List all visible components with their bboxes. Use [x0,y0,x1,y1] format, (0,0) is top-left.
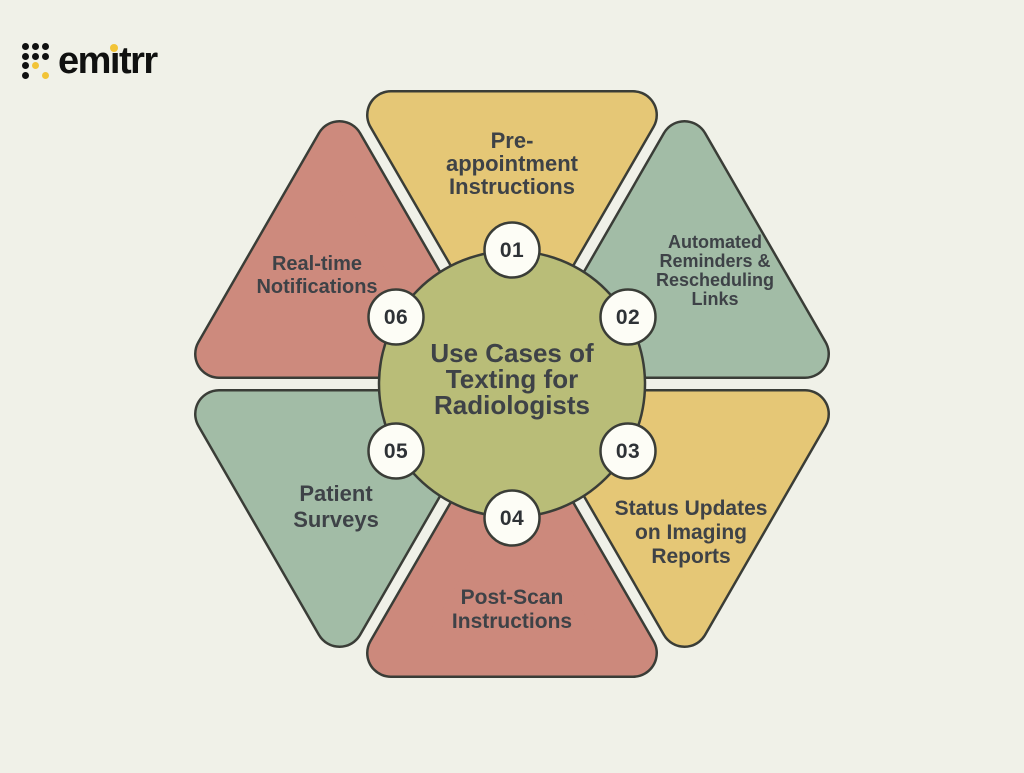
label-line: Instructions [449,174,575,199]
segment-05-label: Patient Surveys [293,481,379,532]
label-line: on Imaging [635,521,747,544]
segment-01-label: Pre- appointment Instructions [446,128,579,199]
number-badge-01: 01 [483,221,541,279]
badge-circle [483,489,541,547]
brand-name-part: em [58,40,111,82]
label-line: Notifications [256,276,377,298]
number-badge-04: 04 [483,489,541,547]
badge-number: 03 [616,440,640,463]
label-line: Post-Scan [461,586,564,609]
segment-04-shape [368,421,656,676]
badge-circle [483,221,541,279]
logo-dot-empty [32,72,39,79]
logo-dot [22,71,29,79]
label-line: Rescheduling [656,270,774,290]
label-line: Reports [651,545,730,568]
segment-01 [366,90,658,349]
badge-number: 06 [384,306,408,329]
number-badge-03: 03 [599,422,657,480]
logo-dot-empty [42,62,49,69]
logo-dot [22,62,29,70]
segment-04 [366,419,658,678]
badge-circle [367,422,425,480]
logo-dot [32,43,39,51]
badge-circle [367,288,425,346]
label-line: Reminders & [659,251,770,271]
segment-02-label: Automated Reminders & Rescheduling Links [656,232,774,309]
badge-number: 05 [384,440,408,463]
logo-dot [42,43,49,51]
number-badge-02: 02 [599,288,657,346]
label-line: Links [691,289,738,309]
brand-name-part: ı [109,40,121,82]
badge-circle [599,288,657,346]
label-line: appointment [446,151,579,176]
segment-04-label: Post-Scan Instructions [452,586,572,633]
segment-06-label: Real-time Notifications [256,253,377,298]
badge-number: 02 [616,306,640,329]
logo-dot [42,52,49,60]
logo-dot [22,43,29,51]
number-badge-05: 05 [367,422,425,480]
badge-circle [599,422,657,480]
yellow-tittle-dot [110,44,119,52]
label-line: Patient [299,481,373,506]
emitrr-logo-icon [22,43,49,79]
number-badge-06: 06 [367,288,425,346]
logo-dot [32,62,39,70]
logo-dot [22,52,29,60]
label-line: Status Updates [615,497,768,520]
label-line: Surveys [293,507,379,532]
center-title-line: Use Cases of [430,338,594,368]
logo-dot [42,71,49,79]
segment-03-label: Status Updates on Imaging Reports [615,497,768,568]
label-line: Real-time [272,253,362,275]
center-title-line: Texting for [446,364,578,394]
logo-dot [32,52,39,60]
center-title-line: Radiologists [434,390,590,420]
segment-01-shape [368,92,656,347]
badge-number: 01 [500,239,524,262]
label-line: Automated [668,232,762,252]
brand-letter-i: ı [109,40,121,82]
badge-number: 04 [500,507,524,530]
label-line: Instructions [452,610,572,633]
brand-name-part: trr [118,40,158,82]
label-line: Pre- [491,128,534,153]
